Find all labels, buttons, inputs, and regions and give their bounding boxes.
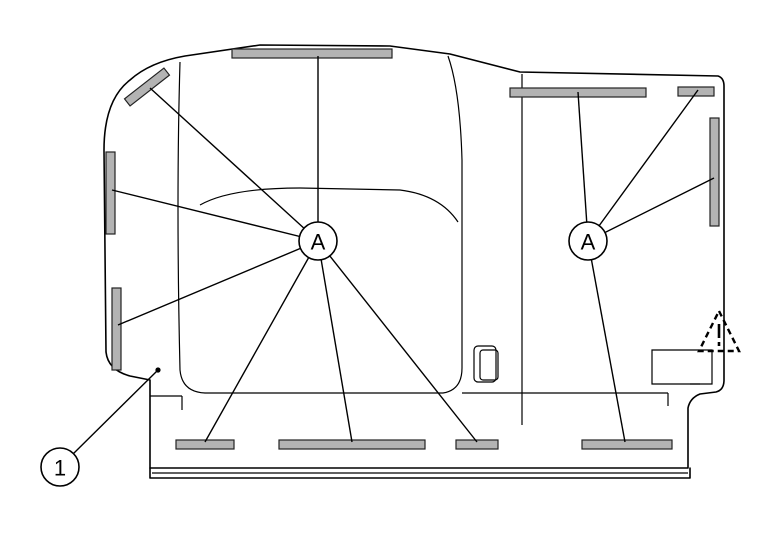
strip-bottom-3 [455,439,499,450]
strips [105,48,720,450]
bottom-rail [149,467,691,479]
latch-outer [473,345,497,383]
strip-bottom-1 [175,439,235,450]
leaders-a-right [577,89,715,443]
callout-a-right: A [568,221,608,261]
strip-top-center [231,48,393,59]
warning-triangle-icon [697,308,741,353]
strip-left-upper [105,151,116,235]
strip-right-vertical [709,117,720,227]
callout-1-dot [155,367,161,373]
strip-left-lower [111,287,122,371]
callout-a-left: A [298,221,338,261]
callout-1-label: 1 [54,456,66,481]
seat-cushion-curve [199,187,459,223]
callout-1: 1 [40,447,80,487]
panel-outline [103,44,725,469]
latch-inner [479,349,499,381]
leader-callout-1 [71,369,159,456]
callout-a-right-label: A [581,230,596,255]
leaders-a-left [111,56,478,443]
strip-bottom-4 [581,439,673,450]
strip-right-top-2 [677,86,715,97]
right-cutout [651,349,713,385]
callout-a-left-label: A [311,230,326,255]
seat-inner-contour [177,55,463,394]
strip-top-left-diag [123,67,171,107]
